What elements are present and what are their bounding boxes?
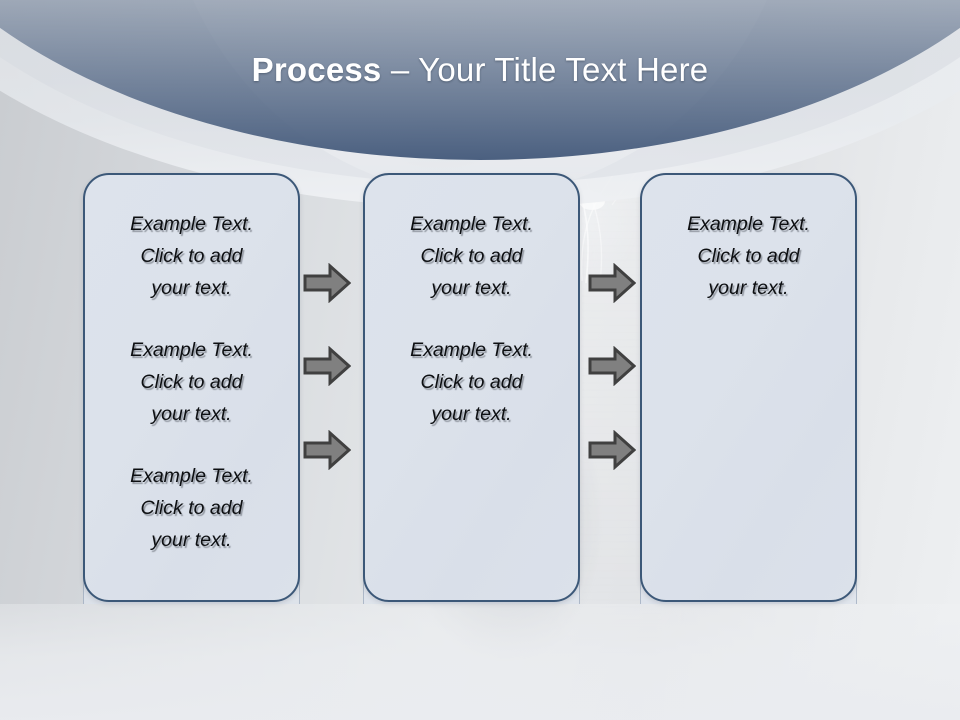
right-arrow-icon[interactable] [303, 346, 351, 386]
right-arrow-icon[interactable] [303, 430, 351, 470]
right-arrow-icon[interactable] [588, 430, 636, 470]
page-title-rest: – Your Title Text Here [381, 51, 709, 88]
page-title: Process – Your Title Text Here [0, 51, 960, 89]
process-box-2-paragraph-2[interactable]: Example Text. Click to add your text. [410, 339, 533, 425]
right-arrow-icon[interactable] [303, 263, 351, 303]
right-arrow-icon[interactable] [588, 263, 636, 303]
process-box-2-paragraph-1[interactable]: Example Text. Click to add your text. [410, 213, 533, 299]
right-arrow-icon[interactable] [588, 346, 636, 386]
process-box-1-paragraph-1[interactable]: Example Text. Click to add your text. [130, 213, 253, 299]
process-box-1-paragraph-3[interactable]: Example Text. Click to add your text. [130, 465, 253, 551]
process-box-3-paragraph-1[interactable]: Example Text. Click to add your text. [687, 213, 810, 299]
process-box-1[interactable]: Example Text. Click to add your text. Ex… [83, 173, 300, 602]
process-box-3[interactable]: Example Text. Click to add your text. [640, 173, 857, 602]
process-box-2[interactable]: Example Text. Click to add your text. Ex… [363, 173, 580, 602]
process-box-1-paragraph-2[interactable]: Example Text. Click to add your text. [130, 339, 253, 425]
page-title-bold: Process [251, 51, 382, 88]
